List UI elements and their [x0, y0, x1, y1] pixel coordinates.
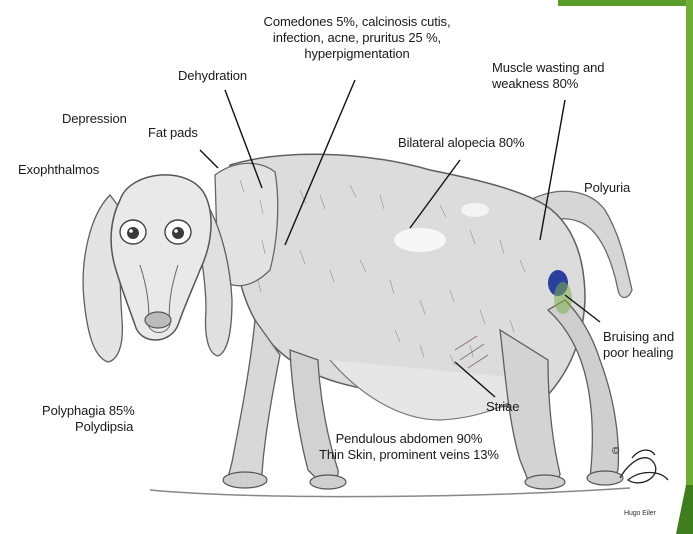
dog-eye-right: [165, 220, 191, 244]
label-pendulous: Pendulous abdomen 90% Thin Skin, promine…: [293, 431, 525, 463]
label-comedones-line1: Comedones 5%, calcinosis cutis,: [262, 14, 452, 30]
label-dehydration: Dehydration: [178, 68, 247, 84]
label-bruising: Bruising and poor healing: [603, 329, 674, 361]
artist-credit: Hugo Eiler: [624, 506, 656, 522]
label-polyphagia: Polyphagia 85%: [42, 403, 135, 419]
label-muscle-line1: Muscle wasting and: [492, 60, 604, 76]
label-striae: Striae: [486, 399, 519, 415]
label-bruising-line2: poor healing: [603, 345, 674, 361]
green-accent-bottom: [676, 485, 693, 534]
label-pendulous-line2: Thin Skin, prominent veins 13%: [293, 447, 525, 463]
ground-shadow: [150, 488, 630, 497]
label-pendulous-line1: Pendulous abdomen 90%: [293, 431, 525, 447]
label-comedones-line3: hyperpigmentation: [262, 46, 452, 62]
green-accent-edge: [686, 0, 693, 534]
label-bruising-line1: Bruising and: [603, 329, 674, 345]
dog-eye-left: [120, 220, 146, 244]
dog-paws: [223, 471, 623, 489]
label-fat-pads: Fat pads: [148, 125, 198, 141]
label-alopecia: Bilateral alopecia 80%: [398, 135, 524, 151]
artist-signature: [620, 450, 668, 483]
copyright-mark: ©: [612, 444, 619, 460]
dog-front-leg-left: [228, 320, 280, 481]
label-polyuria: Polyuria: [584, 180, 630, 196]
label-polydipsia: Polydipsia: [75, 419, 133, 435]
dog-nose: [145, 312, 171, 328]
alopecia-patch-2: [461, 203, 489, 217]
label-exophthalmos: Exophthalmos: [18, 162, 99, 178]
alopecia-patch: [394, 228, 446, 252]
label-comedones: Comedones 5%, calcinosis cutis, infectio…: [262, 14, 452, 62]
label-muscle-line2: weakness 80%: [492, 76, 604, 92]
label-comedones-line2: infection, acne, pruritus 25 %,: [262, 30, 452, 46]
label-muscle-wasting: Muscle wasting and weakness 80%: [492, 60, 604, 92]
label-depression: Depression: [62, 111, 127, 127]
